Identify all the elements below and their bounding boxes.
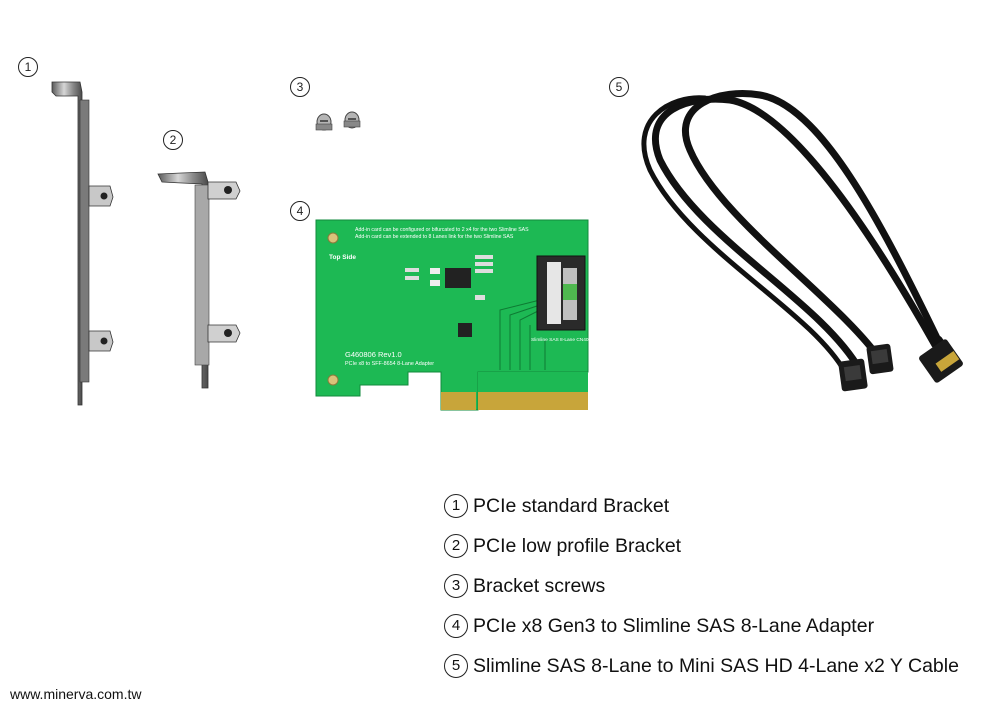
- product-illustration: Add-in card can be configured or bifurca…: [51, 81, 963, 411]
- low-profile-bracket: [157, 171, 241, 389]
- legend-number: 2: [444, 534, 468, 558]
- legend-number: 1: [444, 494, 468, 518]
- board-revision: G460806 Rev1.0: [345, 350, 402, 359]
- bracket-screws: [315, 111, 361, 131]
- legend-number: 5: [444, 654, 468, 678]
- legend-number: 3: [444, 574, 468, 598]
- slimline-connector: [536, 255, 586, 331]
- board-side-label: Top Side: [329, 254, 356, 261]
- legend-label: Slimline SAS 8-Lane to Mini SAS HD 4-Lan…: [473, 654, 959, 677]
- legend-label: PCIe x8 Gen3 to Slimline SAS 8-Lane Adap…: [473, 614, 875, 637]
- standard-bracket: [51, 81, 114, 406]
- footer-url: www.minerva.com.tw: [10, 686, 142, 702]
- slimline-y-cable: [641, 90, 957, 375]
- callout-2: 2: [163, 130, 183, 150]
- legend-item: 3 Bracket screws: [444, 566, 959, 606]
- board-product-line: PCIe x8 to SFF-8654 8-Lane Adapter: [345, 361, 434, 367]
- legend-label: Bracket screws: [473, 574, 606, 597]
- legend-item: 4 PCIe x8 Gen3 to Slimline SAS 8-Lane Ad…: [444, 606, 959, 646]
- legend-item: 2 PCIe low profile Bracket: [444, 526, 959, 566]
- legend-item: 5 Slimline SAS 8-Lane to Mini SAS HD 4-L…: [444, 646, 959, 686]
- legend-item: 1 PCIe standard Bracket: [444, 486, 959, 526]
- pcie-adapter-board: Add-in card can be configured or bifurca…: [315, 219, 592, 411]
- parts-legend: 1 PCIe standard Bracket 2 PCIe low profi…: [444, 486, 959, 686]
- callout-4: 4: [290, 201, 310, 221]
- legend-number: 4: [444, 614, 468, 638]
- slimline-sas-connector: [919, 339, 963, 383]
- callout-5: 5: [609, 77, 629, 97]
- mini-sas-hd-connector-1: [838, 358, 868, 392]
- legend-label: PCIe low profile Bracket: [473, 534, 682, 557]
- board-note-line2: Add-in card can be extended to 8 Lanes l…: [355, 234, 514, 240]
- mini-sas-hd-connector-2: [866, 343, 894, 375]
- board-connector-label: Slimline SAS 8-Lane CN400: [531, 337, 592, 343]
- callout-3: 3: [290, 77, 310, 97]
- callout-1: 1: [18, 57, 38, 77]
- legend-label: PCIe standard Bracket: [473, 494, 670, 517]
- board-note-line1: Add-in card can be configured or bifurca…: [355, 227, 529, 233]
